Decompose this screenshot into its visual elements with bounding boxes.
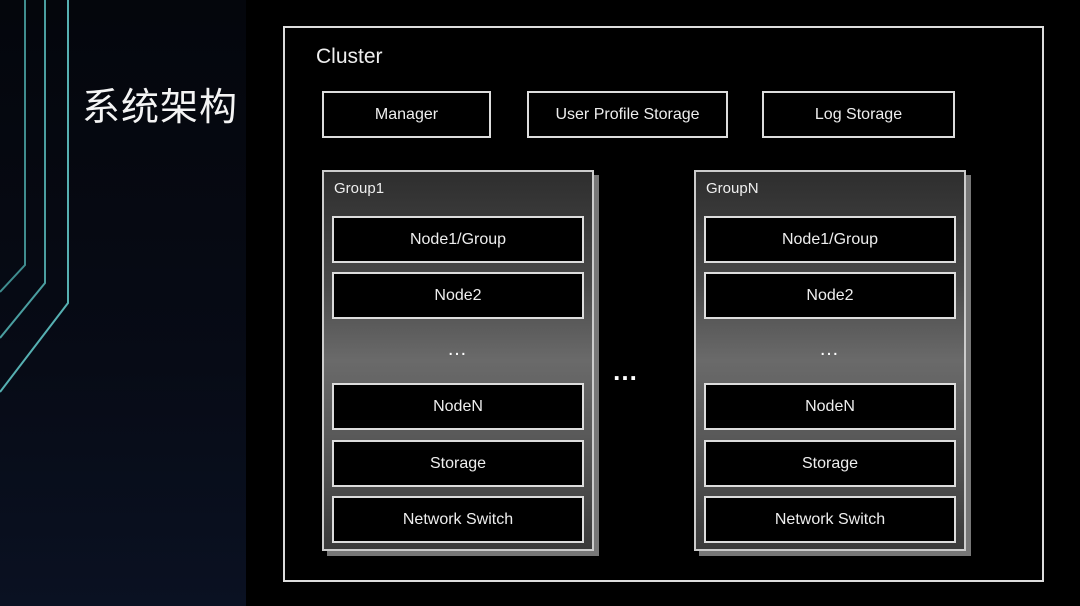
left-panel xyxy=(0,0,246,606)
node-box: NodeN xyxy=(704,383,956,430)
group-label: GroupN xyxy=(706,180,759,197)
node-box: Node2 xyxy=(332,272,584,319)
between-groups-ellipsis: … xyxy=(612,356,641,386)
manager-box: Manager xyxy=(322,91,491,138)
node-box: Node2 xyxy=(704,272,956,319)
node-box: Node1/Group xyxy=(332,216,584,263)
group-ellipsis: … xyxy=(819,338,841,360)
group-n: GroupN Node1/Group Node2 … NodeN Storage… xyxy=(694,170,966,551)
storage-box: Storage xyxy=(704,440,956,487)
group-1: Group1 Node1/Group Node2 … NodeN Storage… xyxy=(322,170,594,551)
deco-line-2 xyxy=(0,0,46,339)
node-box: Node1/Group xyxy=(704,216,956,263)
group-ellipsis: … xyxy=(447,338,469,360)
decorative-lines xyxy=(0,0,69,393)
slide-title: 系统架构 xyxy=(82,85,239,129)
storage-box: Storage xyxy=(332,440,584,487)
node-box: NodeN xyxy=(332,383,584,430)
deco-line-3 xyxy=(0,0,69,393)
deco-line-1 xyxy=(0,0,26,293)
group-label: Group1 xyxy=(334,180,385,197)
user-profile-storage-box: User Profile Storage xyxy=(527,91,728,138)
log-storage-box: Log Storage xyxy=(762,91,955,138)
cluster-label: Cluster xyxy=(316,45,383,68)
network-switch-box: Network Switch xyxy=(704,496,956,543)
network-switch-box: Network Switch xyxy=(332,496,584,543)
